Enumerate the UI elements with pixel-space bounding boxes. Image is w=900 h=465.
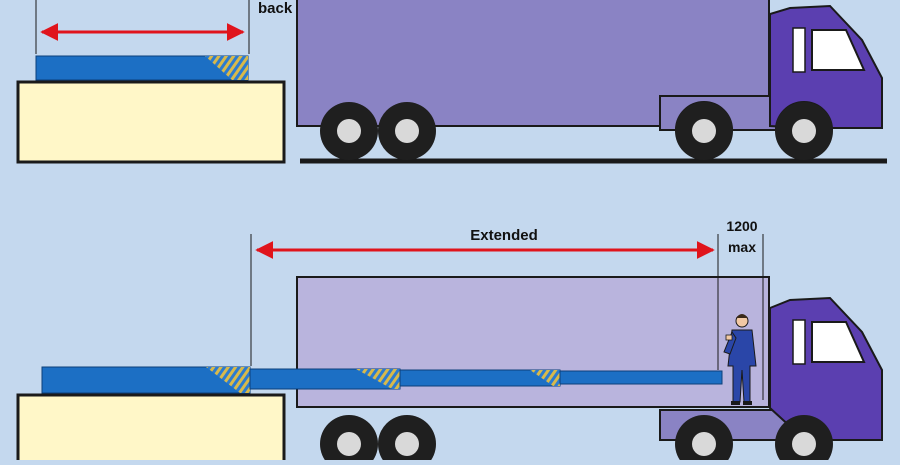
wheel bbox=[320, 415, 378, 465]
extended-label: Extended bbox=[470, 227, 538, 244]
loading-dock bbox=[16, 393, 286, 465]
side-mirror bbox=[792, 319, 806, 365]
conveyor-stripes bbox=[205, 56, 248, 80]
conveyor-extended bbox=[41, 366, 723, 394]
side-mirror bbox=[792, 27, 806, 73]
wheel bbox=[378, 415, 436, 465]
retracted-panel: back bbox=[16, 0, 887, 164]
truck-icon bbox=[296, 0, 883, 160]
person-icon bbox=[723, 314, 757, 405]
extended-panel: Extended 1200 max bbox=[16, 218, 883, 465]
wheel bbox=[675, 415, 733, 465]
retracted-label: back bbox=[258, 0, 293, 17]
wheel bbox=[775, 102, 833, 160]
wheel bbox=[675, 102, 733, 160]
wheel bbox=[378, 102, 436, 160]
wheel bbox=[775, 415, 833, 465]
cab-window bbox=[811, 321, 866, 363]
max-value-label: 1200 bbox=[726, 218, 757, 234]
wheel bbox=[320, 102, 378, 160]
cab-window bbox=[811, 29, 866, 71]
max-unit-label: max bbox=[728, 239, 756, 255]
loading-dock bbox=[16, 80, 286, 164]
cab bbox=[769, 296, 883, 441]
